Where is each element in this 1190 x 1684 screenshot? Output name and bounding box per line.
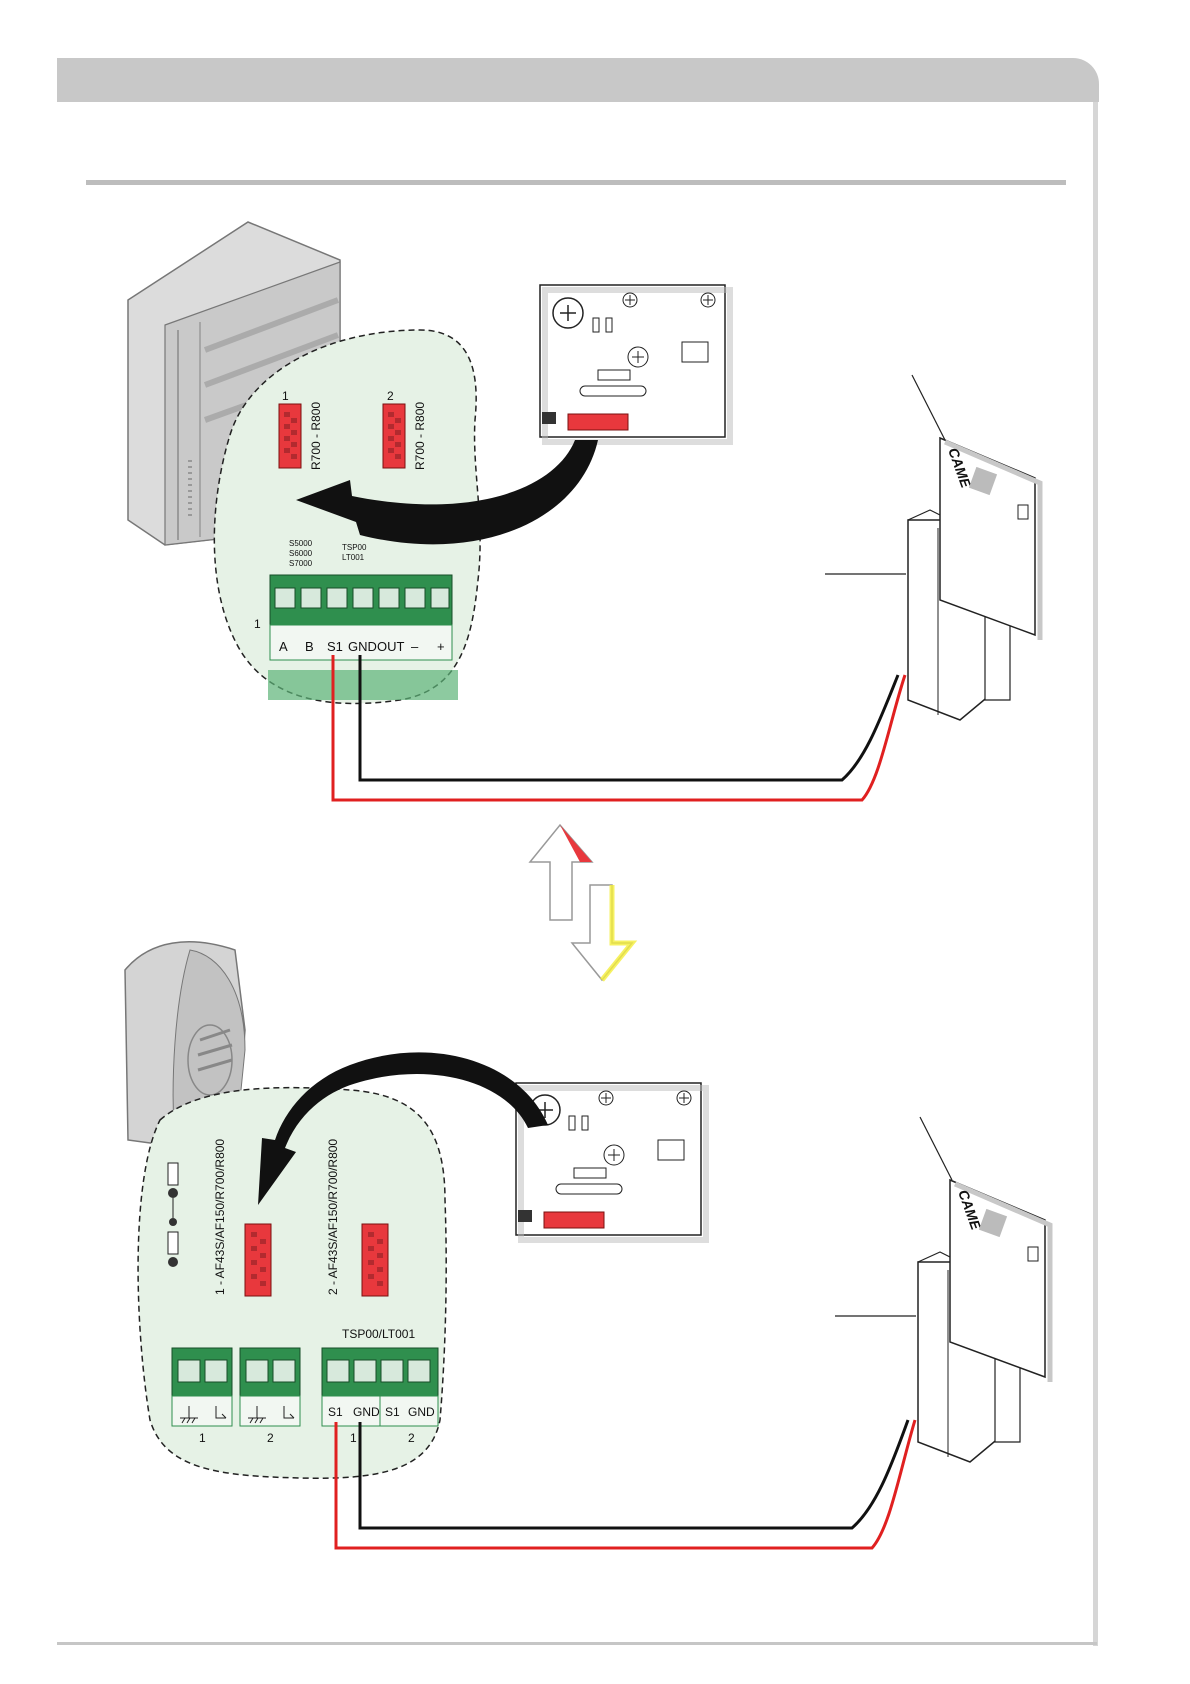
antenna-group-2-label: 2 <box>267 1431 274 1445</box>
terminal-group-2-label: 2 <box>408 1431 415 1445</box>
terminal-label-s1-group2: S1 <box>385 1405 400 1419</box>
receiver-connector-2-top <box>383 404 405 468</box>
terminal-block-top <box>268 575 458 700</box>
antenna-terminal-block-2 <box>240 1348 300 1426</box>
slot-number-1-top: 1 <box>282 389 289 403</box>
slot-1-model-label-bottom: 1 - AF43S/AF150/R700/R800 <box>213 1139 227 1295</box>
compat-model-2: S6000 <box>289 549 313 558</box>
receiver-connector-1-bottom <box>245 1224 271 1296</box>
terminal-label-out: OUT <box>377 639 405 654</box>
tsp-label-line-1: TSP00 <box>342 543 367 552</box>
terminal-label-gnd: GND <box>348 639 377 654</box>
terminal-group-1-label: 1 <box>350 1431 357 1445</box>
slot-2-model-label-bottom: 2 - AF43S/AF150/R700/R800 <box>326 1139 340 1295</box>
terminal-label-b: B <box>305 639 314 654</box>
antenna-terminal-block-1 <box>172 1348 232 1426</box>
terminal-label-plus: + <box>437 639 445 654</box>
reader-board-top <box>540 285 730 442</box>
compat-model-3: S7000 <box>289 559 313 568</box>
terminal-label-gnd-group1: GND <box>353 1405 380 1419</box>
slot-2-model-label-top: R700 - R800 <box>413 402 427 470</box>
terminal-block-number-top: 1 <box>254 617 261 631</box>
terminal-label-s1: S1 <box>327 639 343 654</box>
wire-black-bottom <box>360 1420 908 1528</box>
slot-1-model-label-top: R700 - R800 <box>309 402 323 470</box>
terminal-label-gnd-group2: GND <box>408 1405 435 1419</box>
slot-number-2-top: 2 <box>387 389 394 403</box>
tsp-label-bottom: TSP00/LT001 <box>342 1327 415 1341</box>
receiver-connector-2-bottom <box>362 1224 388 1296</box>
antenna-group-1-label: 1 <box>199 1431 206 1445</box>
leader-line-card-top <box>912 375 945 440</box>
terminal-label-minus: – <box>411 639 419 654</box>
receiver-connector-1-top <box>279 404 301 468</box>
terminal-label-a: A <box>279 639 288 654</box>
compat-model-1: S5000 <box>289 539 313 548</box>
reader-board-bottom <box>516 1083 706 1240</box>
terminal-label-s1-group1: S1 <box>328 1405 343 1419</box>
tsp-label-line-2: LT001 <box>342 553 365 562</box>
leader-line-card-bottom <box>920 1117 952 1180</box>
replacement-arrows <box>530 825 632 980</box>
